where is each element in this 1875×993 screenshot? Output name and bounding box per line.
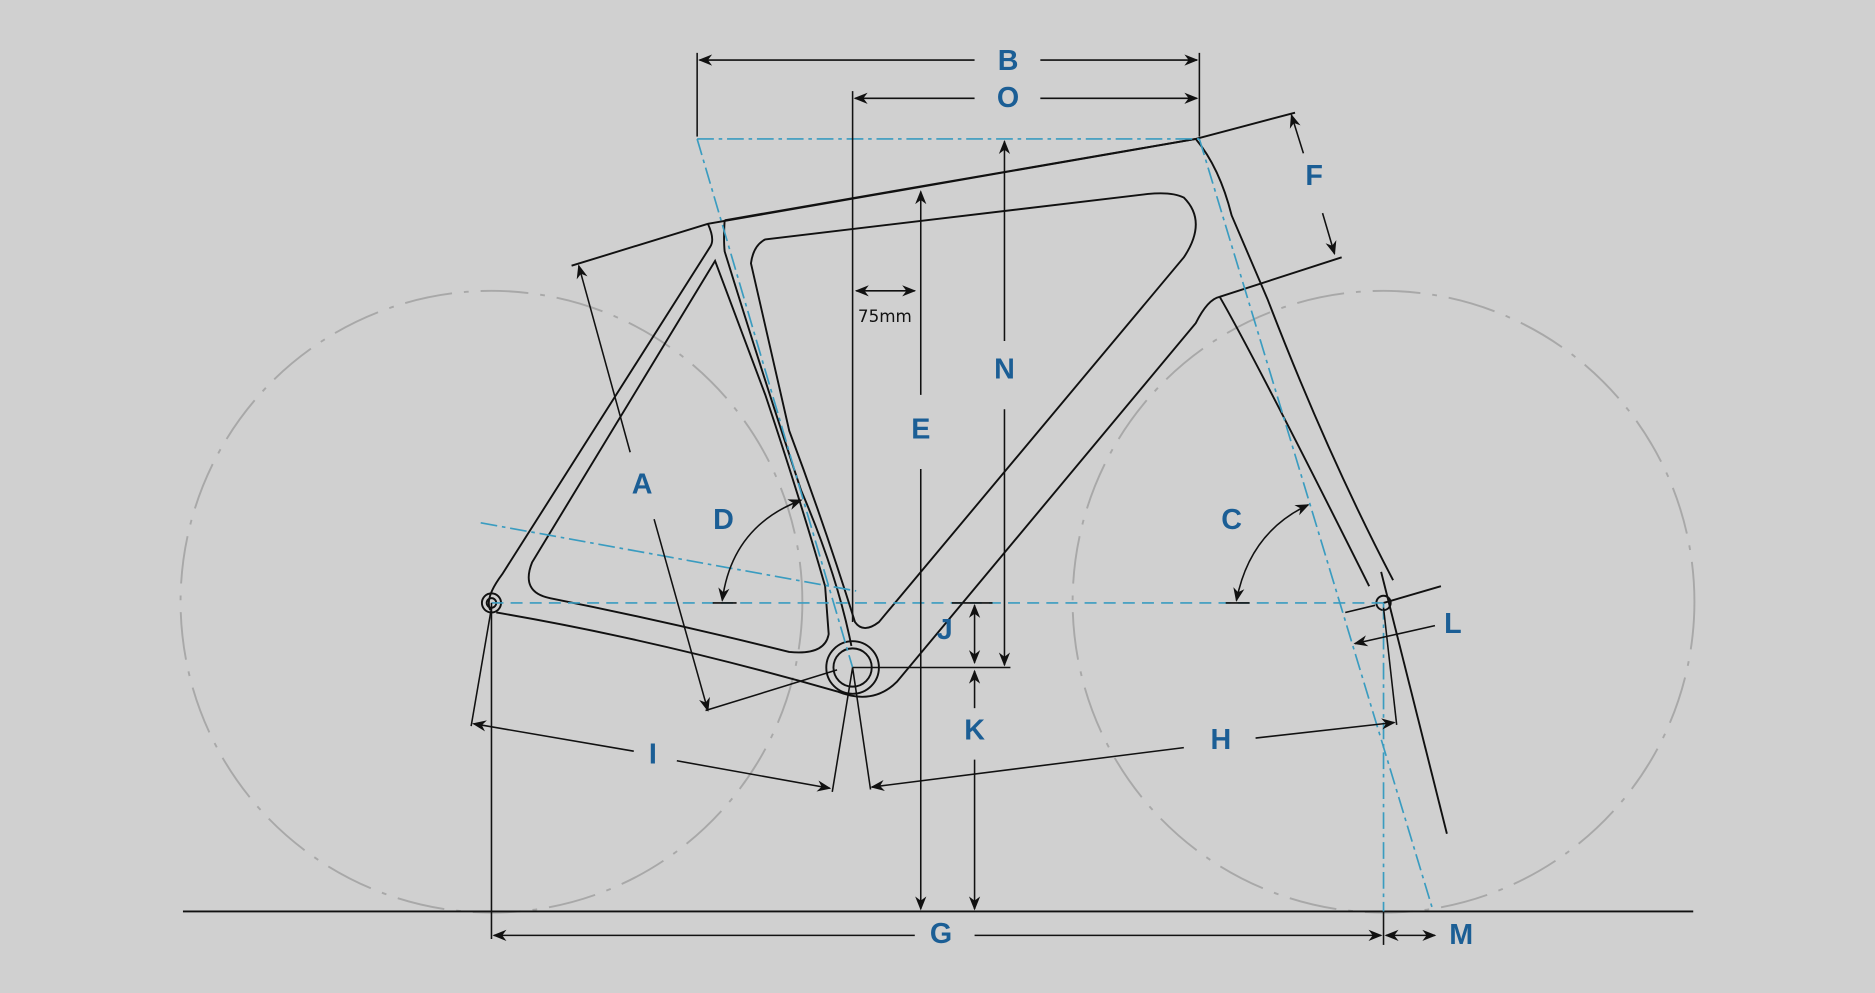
dimension-lines	[470, 52, 1437, 945]
label-i: I	[649, 739, 657, 771]
label-j: J	[937, 614, 953, 646]
label-d: D	[713, 504, 734, 536]
label-c: C	[1221, 504, 1242, 536]
label-n: N	[994, 354, 1015, 386]
label-75mm: 75mm	[858, 306, 912, 326]
label-l: L	[1444, 608, 1462, 640]
label-h: H	[1211, 724, 1232, 756]
label-b: B	[998, 45, 1019, 77]
label-m: M	[1449, 919, 1473, 951]
label-a: A	[632, 468, 653, 500]
frame	[480, 111, 1448, 834]
label-g: G	[930, 918, 952, 950]
label-f: F	[1305, 160, 1323, 192]
label-k: K	[964, 715, 985, 747]
label-o: O	[997, 82, 1019, 114]
label-e: E	[911, 413, 930, 445]
